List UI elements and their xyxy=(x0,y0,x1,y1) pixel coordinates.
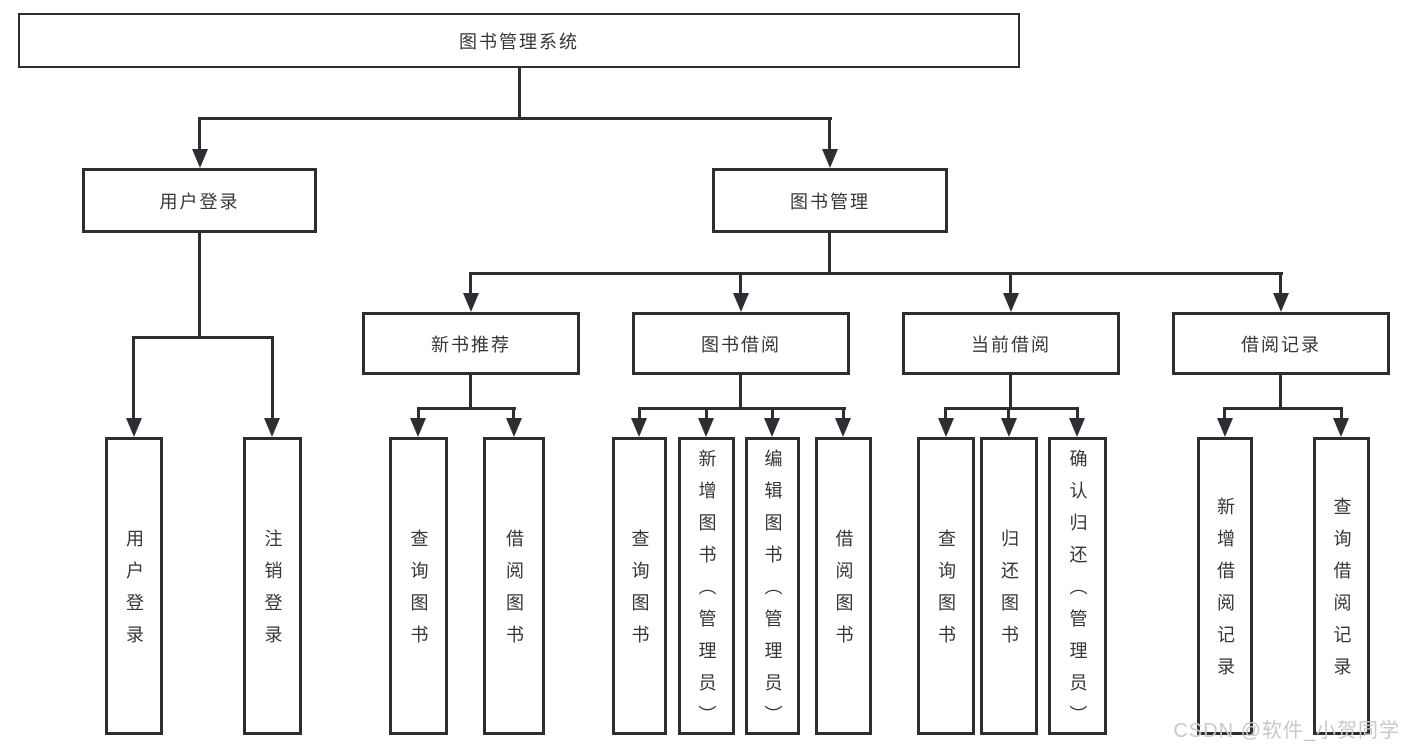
connector-borrow-record-stem xyxy=(1279,375,1282,407)
connector-to-book-borrow xyxy=(739,272,742,298)
connector-to-leaf-c1 xyxy=(638,407,641,421)
leaf-label: 查询图书 xyxy=(629,529,650,657)
connector-to-leaf-user-login xyxy=(132,336,135,421)
node-book-borrow: 图书借阅 xyxy=(632,312,850,375)
leaf-query-books-current: 查询图书 xyxy=(917,437,975,735)
connector-book-borrow-stem xyxy=(739,375,742,407)
arrow-down-icon xyxy=(1001,418,1017,437)
arrow-down-icon xyxy=(822,149,838,168)
leaf-borrow-books: 借阅图书 xyxy=(815,437,872,735)
connector-to-leaf-b1 xyxy=(417,407,420,421)
connector-to-leaf-d2 xyxy=(1007,407,1010,421)
connector-root-stem xyxy=(518,68,521,117)
arrow-down-icon xyxy=(1333,418,1349,437)
connector-to-leaf-b2 xyxy=(512,407,515,421)
arrow-down-icon xyxy=(1217,418,1233,437)
arrow-down-icon xyxy=(506,418,522,437)
connector-to-user-login xyxy=(198,117,201,151)
connector-user-login-stem xyxy=(198,233,201,336)
arrow-down-icon xyxy=(126,418,142,437)
leaf-borrow-books-recommend: 借阅图书 xyxy=(483,437,545,735)
node-current-borrow: 当前借阅 xyxy=(902,312,1120,375)
leaf-label: 查询图书 xyxy=(936,529,956,657)
node-book-management: 图书管理 xyxy=(712,168,948,233)
node-new-book-recommend: 新书推荐 xyxy=(362,312,580,375)
connector-current-borrow-children xyxy=(944,407,1079,410)
leaf-label: 用户登录 xyxy=(124,529,144,657)
leaf-label: 查询借阅记录 xyxy=(1331,497,1352,689)
arrow-down-icon xyxy=(1003,293,1019,312)
arrow-down-icon xyxy=(410,418,426,437)
arrow-down-icon xyxy=(192,149,208,168)
leaf-label: 借阅图书 xyxy=(833,529,854,657)
leaf-label: 注销登录 xyxy=(262,529,283,657)
connector-to-leaf-logout xyxy=(271,336,274,421)
connector-to-leaf-c3 xyxy=(771,407,774,421)
connector-new-book-children xyxy=(417,407,516,410)
arrow-down-icon xyxy=(463,293,479,312)
arrow-down-icon xyxy=(733,293,749,312)
connector-to-new-book xyxy=(469,272,472,298)
leaf-add-borrow-record: 新增借阅记录 xyxy=(1197,437,1253,735)
arrow-down-icon xyxy=(835,418,851,437)
connector-to-book-mgmt xyxy=(828,117,831,151)
node-user-login: 用户登录 xyxy=(82,168,317,233)
leaf-label: 借阅图书 xyxy=(504,529,524,657)
leaf-query-borrow-record: 查询借阅记录 xyxy=(1313,437,1370,735)
connector-book-mgmt-stem xyxy=(828,233,831,272)
arrow-down-icon xyxy=(1069,418,1085,437)
leaf-user-login: 用户登录 xyxy=(105,437,163,735)
leaf-label: 编辑图书（管理员） xyxy=(762,449,783,737)
leaf-confirm-return-admin: 确认归还（管理员） xyxy=(1048,437,1107,737)
connector-to-leaf-d1 xyxy=(944,407,947,421)
connector-book-borrow-children xyxy=(638,407,846,410)
arrow-down-icon xyxy=(631,418,647,437)
csdn-watermark: CSDN @软件_小贺同学 xyxy=(1173,720,1400,742)
leaf-logout: 注销登录 xyxy=(243,437,302,735)
connector-to-leaf-e2 xyxy=(1340,407,1343,421)
connector-to-leaf-c2 xyxy=(705,407,708,421)
connector-to-borrow-record xyxy=(1279,272,1282,298)
arrow-down-icon xyxy=(264,418,280,437)
arrow-down-icon xyxy=(1273,293,1289,312)
connector-to-leaf-d3 xyxy=(1076,407,1079,421)
leaf-label: 归还图书 xyxy=(999,529,1019,657)
connector-level3 xyxy=(470,272,1283,275)
arrow-down-icon xyxy=(764,418,780,437)
leaf-edit-books-admin: 编辑图书（管理员） xyxy=(745,437,800,737)
leaf-label: 查询图书 xyxy=(408,529,429,657)
leaf-label: 确认归还（管理员） xyxy=(1067,449,1088,737)
connector-borrow-record-children xyxy=(1223,407,1343,410)
leaf-return-books: 归还图书 xyxy=(980,437,1038,735)
leaf-add-books-admin: 新增图书（管理员） xyxy=(678,437,735,737)
connector-current-borrow-stem xyxy=(1009,375,1012,407)
leaf-query-books-borrow: 查询图书 xyxy=(612,437,667,735)
connector-user-login-children xyxy=(132,336,274,339)
connector-to-current-borrow xyxy=(1009,272,1012,298)
connector-new-book-stem xyxy=(469,375,472,407)
connector-to-leaf-e1 xyxy=(1223,407,1226,421)
leaf-label: 新增借阅记录 xyxy=(1215,497,1235,689)
connector-level2 xyxy=(198,117,832,120)
node-library-management-system: 图书管理系统 xyxy=(18,13,1020,68)
leaf-query-books-recommend: 查询图书 xyxy=(389,437,448,735)
connector-to-leaf-c4 xyxy=(842,407,845,421)
arrow-down-icon xyxy=(698,418,714,437)
arrow-down-icon xyxy=(938,418,954,437)
node-borrow-record: 借阅记录 xyxy=(1172,312,1390,375)
leaf-label: 新增图书（管理员） xyxy=(696,449,717,737)
